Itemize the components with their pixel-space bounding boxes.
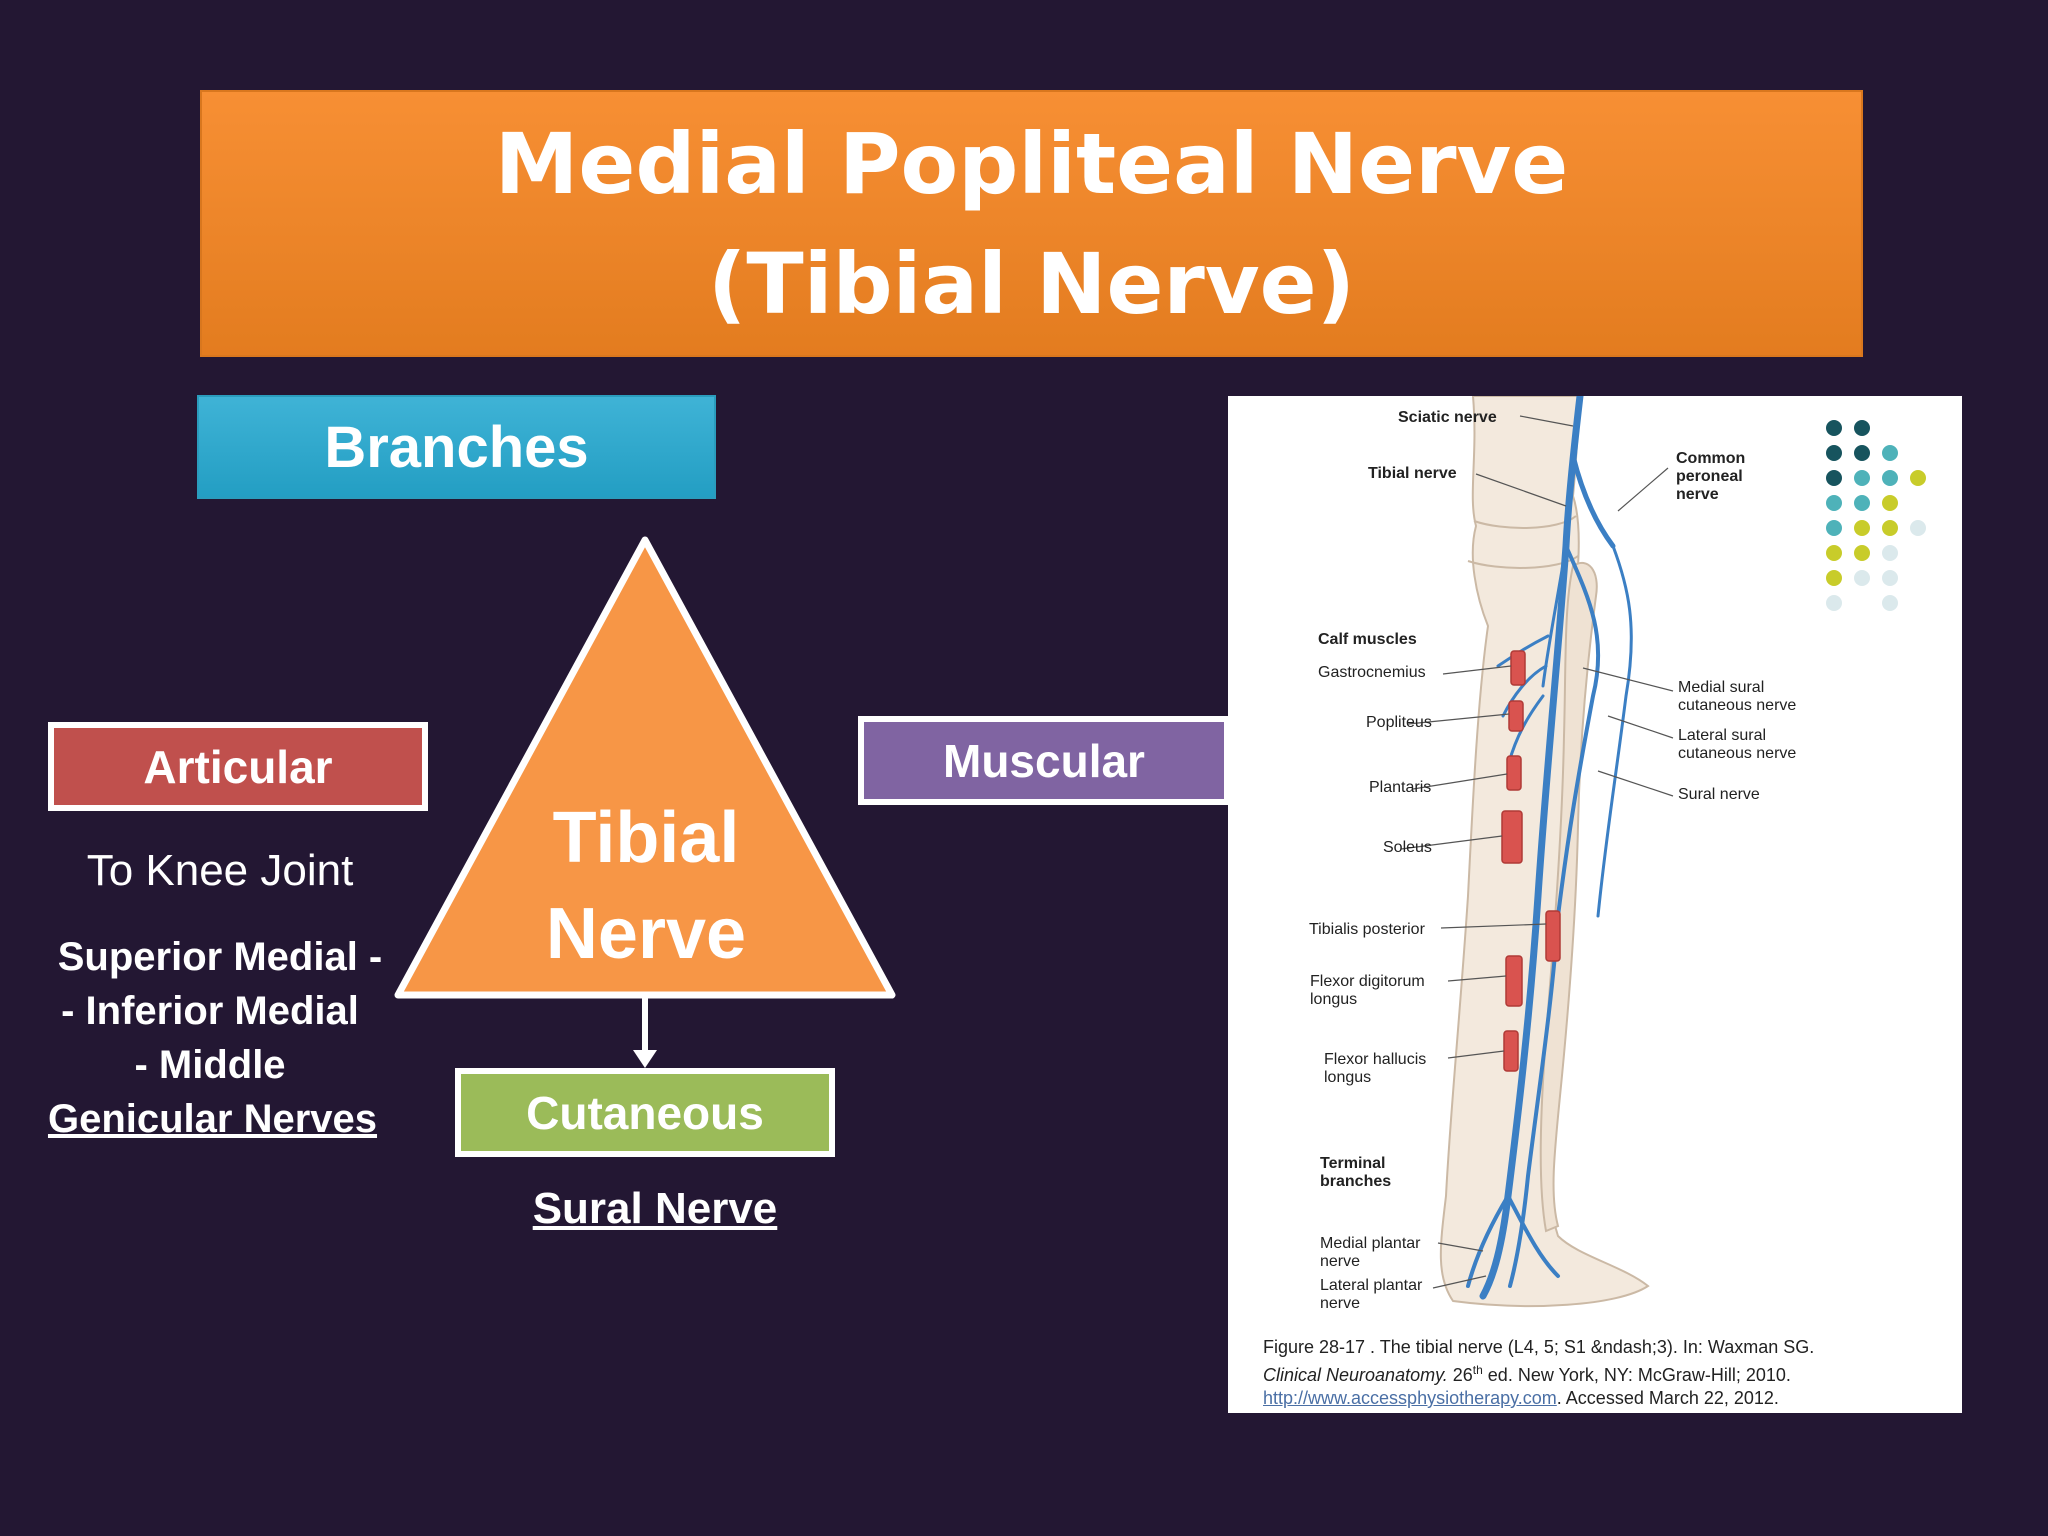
caption-line-3: http://www.accessphysiotherapy.com. Acce…: [1263, 1387, 1943, 1410]
label-tibial: Tibial nerve: [1368, 465, 1457, 482]
label-lateral-sural-1: Lateral sural: [1678, 727, 1766, 744]
label-soleus: Soleus: [1383, 839, 1432, 856]
caption-publisher: ed. New York, NY: McGraw-Hill; 2010.: [1482, 1365, 1791, 1385]
caption-line-2: Clinical Neuroanatomy. 26th ed. New York…: [1263, 1359, 1943, 1387]
label-fhl-2: longus: [1324, 1069, 1371, 1086]
caption-book-title: Clinical Neuroanatomy.: [1263, 1365, 1448, 1385]
caption-link[interactable]: http://www.accessphysiotherapy.com: [1263, 1388, 1557, 1408]
label-common-peroneal-2: peroneal: [1676, 468, 1743, 485]
genicular-line-3: - Middle: [134, 1043, 286, 1087]
center-line-2: Nerve: [545, 894, 747, 974]
caption-edition-sup: th: [1472, 1363, 1483, 1377]
tibial-nerve-triangle: [394, 536, 896, 1068]
leg-illustration: Sciatic nerve Tibial nerve Common perone…: [1309, 396, 1926, 1312]
branches-heading: Branches: [197, 395, 716, 499]
label-terminal-1: Terminal: [1320, 1155, 1386, 1172]
center-label: Tibial Nerve: [496, 790, 796, 982]
figure-caption: Figure 28-17 . The tibial nerve (L4, 5; …: [1263, 1336, 1943, 1410]
center-line-1: Tibial: [552, 798, 740, 878]
label-lateral-plantar-2: nerve: [1320, 1295, 1360, 1312]
down-arrow-head: [633, 1050, 657, 1068]
label-sural: Sural nerve: [1678, 786, 1760, 803]
label-gastrocnemius: Gastrocnemius: [1318, 664, 1426, 681]
label-medial-plantar-2: nerve: [1320, 1253, 1360, 1270]
label-lateral-sural-2: cutaneous nerve: [1678, 745, 1796, 762]
label-common-peroneal-3: nerve: [1676, 486, 1719, 503]
articular-box: Articular: [48, 722, 428, 811]
triangle-shape: [394, 536, 896, 999]
caption-line-1: Figure 28-17 . The tibial nerve (L4, 5; …: [1263, 1337, 1815, 1357]
genicular-line-2: - Inferior Medial: [61, 989, 359, 1033]
decorative-dots: [1826, 420, 1926, 611]
cutaneous-target: Sural Nerve: [532, 1184, 778, 1233]
caption-edition: 26: [1447, 1365, 1473, 1385]
label-popliteus: Popliteus: [1366, 714, 1432, 731]
title-line-2: (Tibial Nerve): [708, 234, 1355, 333]
articular-target: To Knee Joint: [86, 846, 354, 895]
muscular-box: Muscular: [858, 716, 1230, 805]
label-terminal-2: branches: [1320, 1173, 1391, 1190]
label-medial-sural-2: cutaneous nerve: [1678, 697, 1796, 714]
title-banner: Medial Popliteal Nerve (Tibial Nerve): [200, 90, 1863, 357]
label-fhl-1: Flexor hallucis: [1324, 1051, 1426, 1068]
label-medial-plantar-1: Medial plantar: [1320, 1235, 1421, 1252]
title-line-1: Medial Popliteal Nerve: [494, 114, 1569, 213]
caption-accessed: . Accessed March 22, 2012.: [1556, 1388, 1779, 1408]
label-plantaris: Plantaris: [1369, 779, 1431, 796]
label-calf-muscles: Calf muscles: [1318, 631, 1417, 648]
label-tibialis-posterior: Tibialis posterior: [1309, 921, 1426, 938]
muscle-markers: [1501, 650, 1561, 1072]
anatomy-figure: Sciatic nerve Tibial nerve Common perone…: [1228, 396, 1962, 1413]
genicular-line-1: Superior Medial -: [57, 935, 383, 979]
label-lateral-plantar-1: Lateral plantar: [1320, 1277, 1423, 1294]
leader-lines: [1400, 415, 1674, 1289]
cutaneous-box: Cutaneous: [455, 1068, 835, 1157]
label-common-peroneal-1: Common: [1676, 450, 1745, 467]
label-fdl-1: Flexor digitorum: [1310, 973, 1425, 990]
genicular-line-4: Genicular Nerves: [47, 1097, 378, 1141]
label-medial-sural-1: Medial sural: [1678, 679, 1764, 696]
label-fdl-2: longus: [1310, 991, 1357, 1008]
label-sciatic: Sciatic nerve: [1398, 409, 1497, 426]
